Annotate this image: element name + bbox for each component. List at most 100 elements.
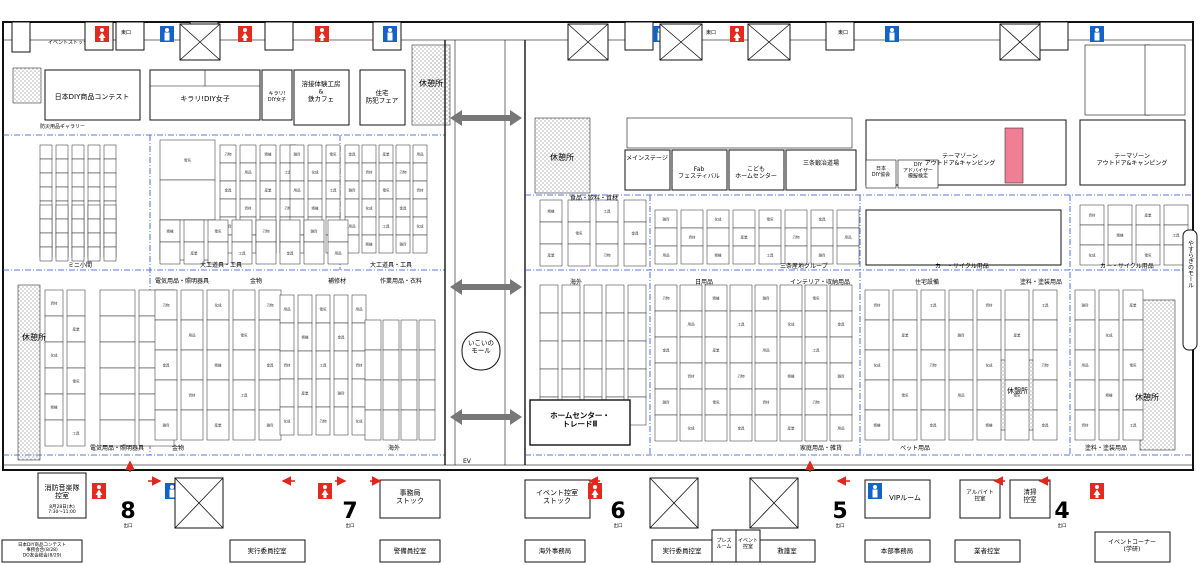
booth bbox=[279, 219, 301, 243]
booth-label: 産業 bbox=[1145, 213, 1153, 218]
booth bbox=[297, 294, 313, 324]
booth-label: 雑貨 bbox=[663, 217, 671, 222]
booth bbox=[892, 409, 918, 441]
booth-label: 化成 bbox=[1089, 253, 1097, 258]
booth: 刃物 bbox=[255, 219, 277, 243]
booth bbox=[561, 368, 581, 398]
booth-label: 雑貨 bbox=[958, 333, 966, 338]
highlighted-booth bbox=[1004, 127, 1024, 184]
kirari-small-room: キラリ!DIY女子 bbox=[268, 91, 286, 103]
zone-mini-sho: ミニ小間 bbox=[68, 261, 92, 269]
booth-label: 金具 bbox=[838, 322, 846, 327]
booth bbox=[87, 158, 101, 174]
booth bbox=[779, 284, 803, 312]
booth: 刃物 bbox=[154, 289, 178, 321]
booth: 工具 bbox=[920, 289, 946, 321]
booth bbox=[583, 368, 603, 398]
booth bbox=[103, 232, 117, 248]
booth bbox=[948, 409, 974, 441]
booth bbox=[103, 186, 117, 202]
booth-label: 資材 bbox=[189, 393, 196, 398]
kids-homecenter-room: こどもホームセンター bbox=[735, 165, 777, 180]
booth bbox=[1032, 319, 1058, 351]
rest-area-nw-dots bbox=[12, 67, 42, 104]
zone-car-2: カー・サイクル用品 bbox=[1100, 263, 1154, 270]
booth-label: 刃物 bbox=[1042, 363, 1050, 368]
booth-label: 電気 bbox=[1014, 393, 1022, 398]
booth bbox=[654, 310, 678, 338]
booth bbox=[418, 409, 436, 441]
booth-label: 用品 bbox=[189, 334, 196, 338]
booth: 雑貨 bbox=[1074, 289, 1096, 321]
booth: 電気 bbox=[315, 294, 331, 324]
booth bbox=[364, 379, 382, 411]
booth bbox=[154, 319, 178, 351]
exit-gate-7: 7出口 bbox=[342, 499, 357, 529]
kirari-diy-room: キラリ!DIY女子 bbox=[180, 94, 230, 103]
booth-label: 産業 bbox=[713, 348, 721, 353]
guard-room: 警備員控室 bbox=[394, 546, 427, 555]
zone-denki-bottom: 電気用品・照明器具 bbox=[90, 444, 144, 452]
booth bbox=[99, 367, 136, 395]
booth bbox=[55, 246, 69, 262]
booth bbox=[412, 198, 428, 218]
booth-label: 工具 bbox=[239, 251, 246, 256]
booth bbox=[704, 414, 728, 442]
booth bbox=[39, 246, 53, 262]
escalator-icon bbox=[999, 23, 1041, 61]
booth-label: 金具 bbox=[632, 231, 640, 236]
booth: 金具 bbox=[729, 414, 753, 442]
booth bbox=[289, 198, 305, 218]
booth-label: 精機 bbox=[548, 209, 556, 214]
booth-label: 化成 bbox=[356, 419, 364, 424]
booth: 電気 bbox=[378, 180, 394, 200]
booth-label: 雑貨 bbox=[400, 242, 408, 247]
booth bbox=[400, 319, 418, 351]
booth bbox=[325, 162, 341, 182]
booth bbox=[258, 319, 282, 351]
booth bbox=[779, 336, 803, 364]
booth bbox=[180, 289, 204, 321]
booth-label: 工具 bbox=[738, 322, 746, 327]
overseas-office: 海外事務局 bbox=[539, 546, 572, 555]
booth-label: 産業 bbox=[548, 253, 556, 258]
booth: 化成 bbox=[864, 349, 890, 381]
booth-label: 用品 bbox=[245, 171, 252, 175]
female-restroom-icon bbox=[1090, 483, 1104, 499]
event-stock-label: イベントストック bbox=[48, 40, 88, 46]
booth-label: 刃物 bbox=[225, 152, 232, 157]
booth bbox=[627, 396, 647, 426]
booth: 金具 bbox=[810, 209, 834, 229]
booth bbox=[103, 246, 117, 262]
booth-label: 金具 bbox=[338, 335, 346, 340]
booth-label: 産業 bbox=[788, 426, 796, 431]
zone-denki-top: 電気用品・照明器具 bbox=[155, 277, 209, 285]
booth-label: 化成 bbox=[284, 419, 292, 424]
booth: 化成 bbox=[679, 414, 703, 442]
booth-label: 雑貨 bbox=[1082, 303, 1090, 308]
booth: 電気 bbox=[66, 367, 86, 395]
booth-label: 産業 bbox=[741, 235, 749, 240]
double-arrow-icon bbox=[450, 409, 522, 425]
booth-label: 刃物 bbox=[163, 303, 170, 308]
booth bbox=[87, 218, 101, 234]
booth: 刃物 bbox=[1032, 349, 1058, 381]
booth bbox=[361, 144, 377, 164]
booth-label: 刃物 bbox=[930, 363, 938, 368]
zone-toryo-top: 塗料・塗装用品 bbox=[1020, 278, 1062, 286]
booth-label: 金具 bbox=[819, 217, 827, 222]
booth bbox=[297, 350, 313, 380]
booth bbox=[232, 409, 256, 441]
booth-label: 刃物 bbox=[604, 253, 612, 258]
booth bbox=[44, 367, 64, 395]
booth: 工具 bbox=[758, 245, 782, 265]
booth bbox=[829, 388, 853, 416]
booth bbox=[315, 322, 331, 352]
booth bbox=[364, 409, 382, 441]
booth bbox=[71, 246, 85, 262]
booth bbox=[206, 319, 230, 351]
zone-nichiyo: 日用品 bbox=[695, 279, 713, 286]
booth bbox=[1079, 224, 1105, 246]
booth bbox=[183, 219, 205, 243]
booth: 雑貨 bbox=[395, 234, 411, 254]
